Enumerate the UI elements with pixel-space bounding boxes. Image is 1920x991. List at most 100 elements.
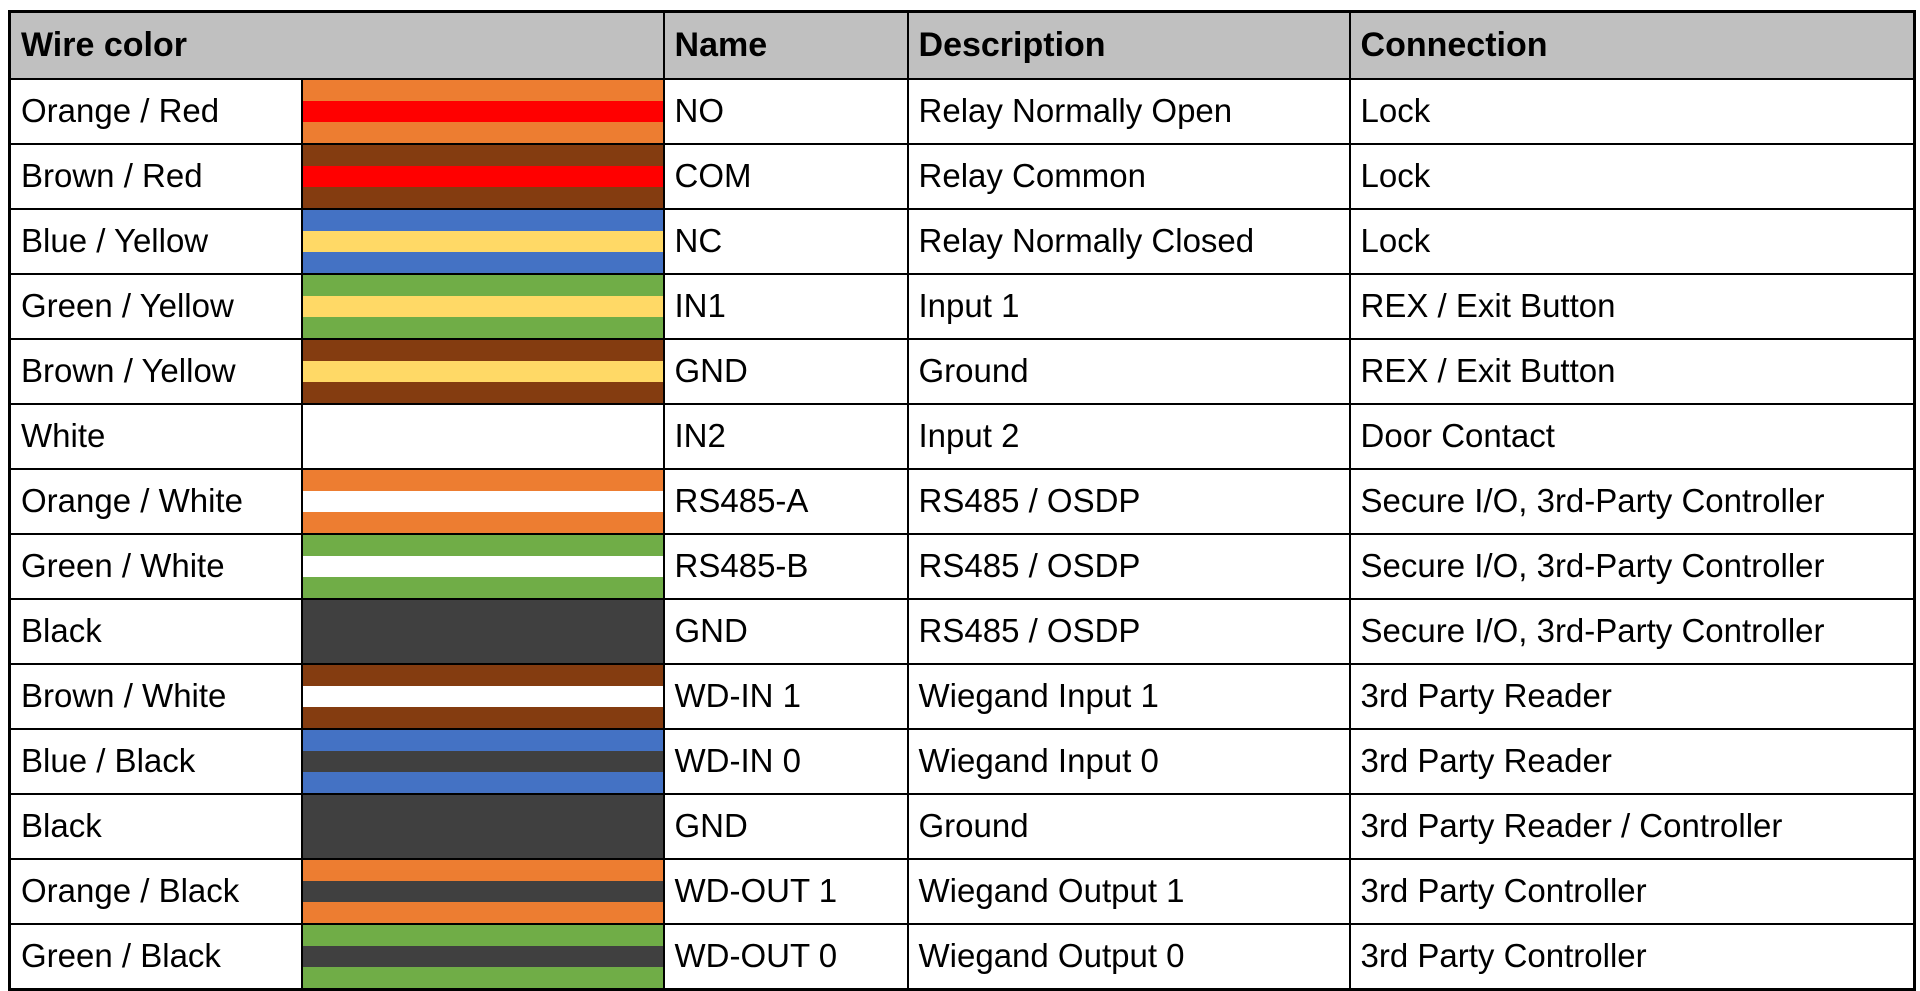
wire-color-label: Blue / Yellow: [8, 207, 303, 275]
wire-swatch: [303, 925, 662, 988]
wire-stripe-top: [303, 210, 662, 231]
wire-stripe-bottom: [303, 186, 662, 207]
connection-cell: 3rd Party Reader: [1348, 727, 1916, 795]
wire-stripe-middle: [303, 750, 662, 772]
wire-stripe-middle: [303, 555, 662, 577]
wire-swatch: [303, 80, 662, 142]
table-row: Black GND Ground 3rd Party Reader / Cont…: [8, 792, 1916, 860]
name-cell: WD-OUT 0: [662, 922, 909, 990]
wire-swatch: [303, 860, 662, 922]
wire-swatch: [303, 730, 662, 792]
table-row: Orange / White RS485-A RS485 / OSDP Secu…: [8, 467, 1916, 535]
name-cell: NO: [662, 77, 909, 145]
description-cell: Wiegand Input 1: [906, 662, 1351, 730]
connection-cell: 3rd Party Reader / Controller: [1348, 792, 1916, 860]
wire-stripe-bottom: [303, 706, 662, 727]
wire-stripe-top: [303, 600, 662, 621]
wire-color-label: Green / Yellow: [8, 272, 303, 340]
connection-cell: Lock: [1348, 77, 1916, 145]
wire-stripe-middle: [303, 165, 662, 187]
wire-stripe-middle: [303, 620, 662, 642]
wire-swatch-cell: [300, 792, 665, 860]
connection-cell: 3rd Party Controller: [1348, 922, 1916, 990]
table-row: Brown / Yellow GND Ground REX / Exit But…: [8, 337, 1916, 405]
table-row: Brown / White WD-IN 1 Wiegand Input 1 3r…: [8, 662, 1916, 730]
wire-swatch-cell: [300, 727, 665, 795]
wire-stripe-top: [303, 470, 662, 491]
description-cell: Wiegand Output 0: [906, 922, 1351, 990]
connection-cell: 3rd Party Reader: [1348, 662, 1916, 730]
wire-swatch-cell: [300, 337, 665, 405]
wire-color-label: Green / White: [8, 532, 303, 600]
wire-stripe-middle: [303, 100, 662, 122]
connection-cell: Lock: [1348, 207, 1916, 275]
wire-stripe-middle: [303, 880, 662, 902]
description-cell: Ground: [906, 337, 1351, 405]
wire-stripe-middle: [303, 360, 662, 382]
wire-stripe-top: [303, 340, 662, 361]
name-cell: WD-OUT 1: [662, 857, 909, 925]
wire-color-label: Orange / Red: [8, 77, 303, 145]
column-header-name: Name: [662, 10, 909, 80]
wire-stripe-bottom: [303, 511, 662, 532]
wire-stripe-bottom: [303, 901, 662, 922]
wire-swatch: [303, 405, 662, 467]
table-row: White IN2 Input 2 Door Contact: [8, 402, 1916, 470]
wire-stripe-top: [303, 145, 662, 166]
wire-swatch-cell: [300, 597, 665, 665]
wire-swatch: [303, 145, 662, 207]
description-cell: Ground: [906, 792, 1351, 860]
wire-stripe-top: [303, 795, 662, 816]
description-cell: Wiegand Input 0: [906, 727, 1351, 795]
description-cell: Wiegand Output 1: [906, 857, 1351, 925]
wire-swatch-cell: [300, 207, 665, 275]
wire-stripe-bottom: [303, 966, 662, 988]
table-header-row: Wire color Name Description Connection: [8, 10, 1916, 80]
wire-color-label: Black: [8, 792, 303, 860]
wire-swatch: [303, 665, 662, 727]
wire-color-label: White: [8, 402, 303, 470]
description-cell: Input 1: [906, 272, 1351, 340]
wire-color-label: Brown / White: [8, 662, 303, 730]
wire-swatch-cell: [300, 142, 665, 210]
description-cell: RS485 / OSDP: [906, 532, 1351, 600]
wire-stripe-bottom: [303, 446, 662, 467]
wire-swatch-cell: [300, 662, 665, 730]
wire-stripe-bottom: [303, 641, 662, 662]
wire-color-label: Black: [8, 597, 303, 665]
connection-cell: REX / Exit Button: [1348, 272, 1916, 340]
wire-stripe-middle: [303, 490, 662, 512]
wire-color-label: Green / Black: [8, 922, 303, 990]
wire-swatch-cell: [300, 532, 665, 600]
wire-stripe-bottom: [303, 836, 662, 857]
wire-swatch: [303, 600, 662, 662]
wire-swatch: [303, 470, 662, 532]
wire-swatch-cell: [300, 77, 665, 145]
wire-swatch-cell: [300, 272, 665, 340]
wire-stripe-top: [303, 860, 662, 881]
table-row: Orange / Red NO Relay Normally Open Lock: [8, 77, 1916, 145]
column-header-wire-color: Wire color: [8, 10, 665, 80]
wire-color-label: Blue / Black: [8, 727, 303, 795]
connection-cell: 3rd Party Controller: [1348, 857, 1916, 925]
table-row: Orange / Black WD-OUT 1 Wiegand Output 1…: [8, 857, 1916, 925]
connection-cell: Lock: [1348, 142, 1916, 210]
description-cell: Relay Common: [906, 142, 1351, 210]
name-cell: COM: [662, 142, 909, 210]
wire-stripe-top: [303, 925, 662, 946]
wire-color-label: Orange / Black: [8, 857, 303, 925]
wire-stripe-middle: [303, 815, 662, 837]
wire-stripe-middle: [303, 295, 662, 317]
name-cell: WD-IN 1: [662, 662, 909, 730]
wire-color-label: Orange / White: [8, 467, 303, 535]
wire-color-label: Brown / Yellow: [8, 337, 303, 405]
table-row: Black GND RS485 / OSDP Secure I/O, 3rd-P…: [8, 597, 1916, 665]
connection-cell: Secure I/O, 3rd-Party Controller: [1348, 467, 1916, 535]
wire-swatch: [303, 210, 662, 272]
name-cell: GND: [662, 337, 909, 405]
wire-stripe-middle: [303, 685, 662, 707]
table-row: Brown / Red COM Relay Common Lock: [8, 142, 1916, 210]
name-cell: IN1: [662, 272, 909, 340]
wire-stripe-top: [303, 275, 662, 296]
description-cell: Relay Normally Closed: [906, 207, 1351, 275]
